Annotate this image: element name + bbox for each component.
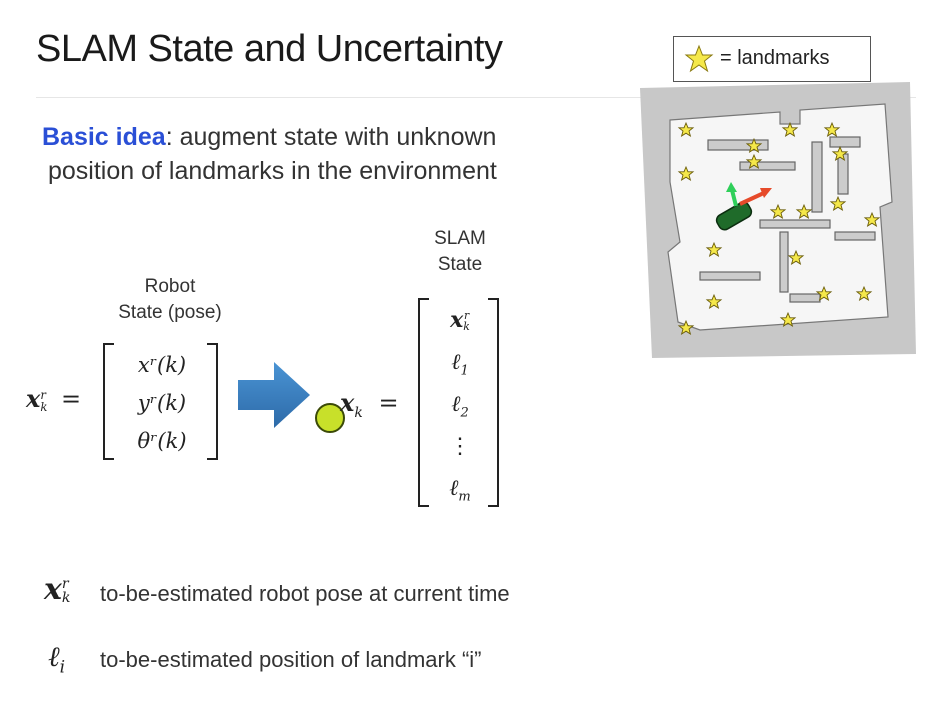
robot-state-entry: yʳ(k) [137, 391, 187, 415]
star-icon [684, 44, 714, 73]
robot-state-left-bracket [103, 343, 114, 460]
slam-state-entry: ℓ1 [451, 350, 469, 379]
robot-state-caption-line2: State (pose) [118, 302, 222, 323]
robot-state-caption: Robot State (pose) [100, 274, 240, 326]
slide-title: SLAM State and Uncertainty [36, 28, 503, 70]
basic-idea-line1: : augment state with unknown [165, 123, 497, 151]
definition-text-landmark: to-be-estimated position of landmark “i” [100, 647, 482, 672]
right-arrow-icon [238, 362, 310, 428]
title-divider [36, 97, 916, 98]
definition-text-pose: to-be-estimated robot pose at current ti… [100, 581, 510, 606]
robot-state-entry: θʳ(k) [137, 429, 187, 453]
robot-icon [715, 182, 772, 231]
robot-state-right-bracket [207, 343, 218, 460]
slam-state-right-bracket [488, 298, 499, 507]
cursor-dot [315, 403, 345, 433]
slam-state-caption-line1: SLAM [434, 228, 486, 249]
occupancy-map-image [640, 82, 916, 358]
slam-state-caption: SLAM State [410, 226, 510, 278]
slam-state-caption-line2: State [437, 254, 483, 275]
slam-state-lhs: xk = [340, 388, 399, 421]
slam-state-entry: ⋮ [449, 434, 471, 459]
robot-state-caption-line1: Robot [144, 276, 196, 297]
slam-state-entry: ℓ2 [451, 392, 469, 421]
definition-symbol-landmark: ℓi [48, 640, 66, 678]
robot-state-vector: xʳ(k) yʳ(k) θʳ(k) [120, 346, 204, 460]
legend-label: = landmarks [720, 47, 830, 69]
slam-state-left-bracket [418, 298, 429, 507]
basic-idea-text: Basic idea: augment state with unknown p… [42, 120, 602, 188]
slam-state-entry: ℓm [449, 476, 471, 505]
basic-idea-line2: position of landmarks in the environment [48, 157, 497, 185]
robot-state-entry: xʳ(k) [137, 353, 187, 377]
basic-idea-lead: Basic idea [42, 123, 166, 151]
